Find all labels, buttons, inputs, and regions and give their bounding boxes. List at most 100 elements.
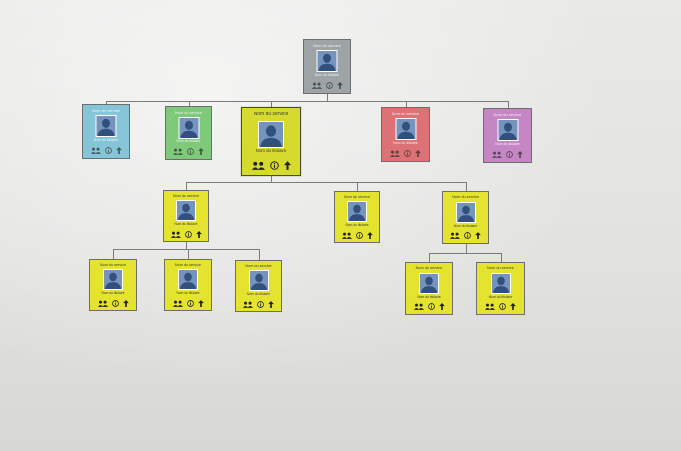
avatar-silhouette-icon xyxy=(179,270,197,289)
node-role: Nom du titulaire xyxy=(417,295,441,299)
node-role: Nom du titulaire xyxy=(255,149,287,153)
connector-line xyxy=(508,101,509,108)
info-icon[interactable] xyxy=(186,300,194,307)
up-arrow-icon[interactable] xyxy=(438,303,445,310)
up-arrow-icon[interactable] xyxy=(475,232,481,239)
info-icon[interactable] xyxy=(464,232,471,239)
avatar-silhouette-icon xyxy=(420,274,438,293)
up-arrow-icon[interactable] xyxy=(198,148,204,155)
team-icon[interactable] xyxy=(492,151,502,158)
team-icon[interactable] xyxy=(413,303,424,310)
info-icon[interactable] xyxy=(506,151,513,158)
up-arrow-icon[interactable] xyxy=(517,151,523,158)
avatar-silhouette-icon xyxy=(259,122,283,147)
node-actions xyxy=(484,151,531,158)
node-role: Nom du titulaire xyxy=(345,223,369,227)
up-arrow-icon[interactable] xyxy=(197,300,204,307)
node-title: Nom du service xyxy=(313,43,341,48)
team-icon[interactable] xyxy=(450,232,460,239)
up-arrow-icon[interactable] xyxy=(195,231,202,238)
team-icon[interactable] xyxy=(251,161,265,170)
avatar-photo xyxy=(176,200,196,221)
avatar-photo xyxy=(395,118,416,140)
info-icon[interactable] xyxy=(104,147,112,154)
avatar-photo xyxy=(258,121,284,148)
up-arrow-icon[interactable] xyxy=(366,232,373,239)
node-actions xyxy=(304,82,350,89)
connector-line xyxy=(259,249,260,260)
avatar-silhouette-icon xyxy=(249,271,268,290)
node-title: Nom du service xyxy=(92,108,120,113)
team-icon[interactable] xyxy=(341,232,352,239)
avatar-photo xyxy=(316,50,338,72)
info-icon[interactable] xyxy=(269,161,279,170)
up-arrow-icon[interactable] xyxy=(122,300,129,307)
node-title: Nom du service xyxy=(493,112,522,117)
team-icon[interactable] xyxy=(390,150,400,157)
team-icon[interactable] xyxy=(170,231,181,238)
info-icon[interactable] xyxy=(427,303,435,310)
node-role: Nom du titulaire xyxy=(246,292,271,296)
info-icon[interactable] xyxy=(187,148,194,155)
team-icon[interactable] xyxy=(485,303,495,310)
up-arrow-icon[interactable] xyxy=(510,303,516,310)
connector-line xyxy=(186,182,467,183)
up-arrow-icon[interactable] xyxy=(283,161,291,170)
node-title: Nom du service xyxy=(452,194,479,199)
node-role: Nom du titulaire xyxy=(393,141,418,145)
up-arrow-icon[interactable] xyxy=(115,147,122,154)
up-arrow-icon[interactable] xyxy=(415,150,421,157)
connector-line xyxy=(186,242,187,249)
info-icon[interactable] xyxy=(499,303,506,310)
team-icon[interactable] xyxy=(172,300,183,307)
connector-line xyxy=(327,94,328,101)
team-icon[interactable] xyxy=(90,147,101,154)
connector-line xyxy=(113,249,114,259)
team-icon[interactable] xyxy=(97,300,108,307)
info-icon[interactable] xyxy=(355,232,363,239)
team-icon[interactable] xyxy=(173,148,183,155)
node-actions xyxy=(443,232,488,239)
node-actions xyxy=(90,300,136,307)
info-icon[interactable] xyxy=(257,301,264,308)
team-icon[interactable] xyxy=(243,301,253,308)
node-role: Nom du titulaire xyxy=(174,222,198,226)
node-role: Nom du titulaire xyxy=(314,73,340,77)
node-role: Nom du titulaire xyxy=(176,291,200,295)
team-icon[interactable] xyxy=(311,82,322,89)
node-actions xyxy=(166,148,211,155)
info-icon[interactable] xyxy=(184,231,192,238)
info-icon[interactable] xyxy=(404,150,411,157)
avatar-silhouette-icon xyxy=(179,118,198,138)
avatar-photo xyxy=(490,273,511,294)
node-actions xyxy=(477,303,524,310)
node-role: Nom du titulaire xyxy=(93,138,119,142)
up-arrow-icon[interactable] xyxy=(336,82,343,89)
connector-line xyxy=(189,101,190,106)
info-icon[interactable] xyxy=(111,300,119,307)
avatar-photo xyxy=(95,115,117,137)
node-actions xyxy=(164,231,208,238)
up-arrow-icon[interactable] xyxy=(268,301,274,308)
info-icon[interactable] xyxy=(325,82,333,89)
node-role: Nom du titulaire xyxy=(453,224,478,228)
node-title: Nom du service xyxy=(245,263,272,268)
avatar-silhouette-icon xyxy=(96,116,116,136)
node-actions xyxy=(335,232,379,239)
